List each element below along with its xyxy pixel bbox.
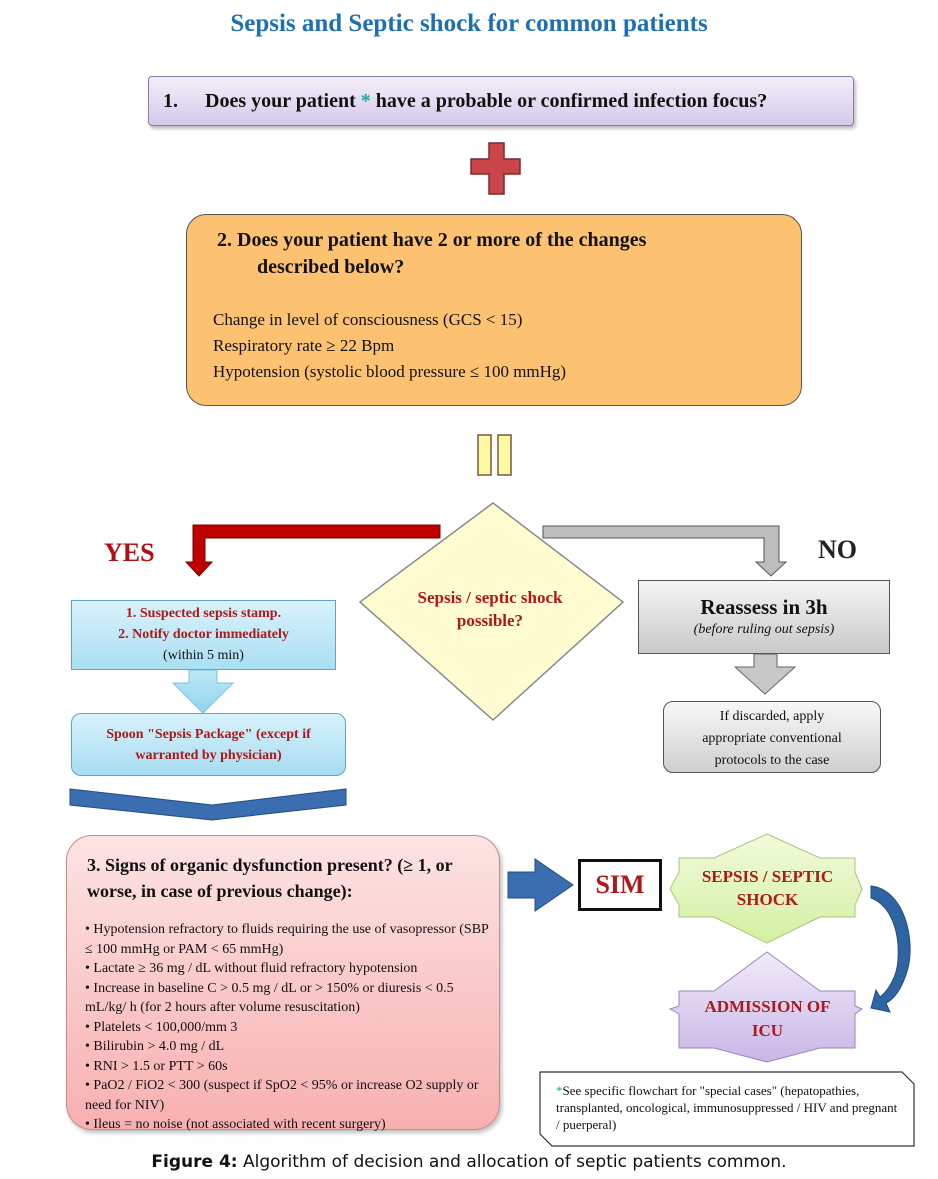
reassess-box: Reassess in 3h (before ruling out sepsis… — [638, 580, 890, 654]
shock-line2: SHOCK — [736, 890, 799, 909]
caption-label: Figure 4: — [151, 1152, 238, 1172]
sepsis-package-box: Spoon "Sepsis Package" (except if warran… — [71, 713, 346, 776]
yes-arrow — [184, 524, 441, 577]
step3-heading: 3. Signs of organic dysfunction present?… — [87, 852, 487, 904]
figure-caption: Figure 4: Algorithm of decision and allo… — [0, 1152, 938, 1172]
step3-heading-line1: 3. Signs of organic dysfunction present?… — [87, 855, 453, 875]
shock-line1: SEPSIS / SEPTIC — [701, 867, 834, 886]
note-text: See specific flowchart for "special case… — [556, 1083, 898, 1132]
step2-question-box: 2. Does your patient have 2 or more of t… — [186, 214, 802, 406]
dysfunction-item: • Ileus = no noise (not associated with … — [85, 1117, 386, 1132]
asterisk-marker: * — [556, 1083, 563, 1098]
step2-criteria-list: Change in level of consciousness (GCS < … — [213, 307, 566, 385]
equals-bar-left — [477, 434, 492, 476]
curved-arrow — [870, 885, 911, 1013]
reassess-subtitle: (before ruling out sepsis) — [693, 622, 835, 637]
yes-label: YES — [104, 538, 155, 567]
step1-number: 1. — [163, 90, 178, 112]
step2-heading: 2. Does your patient have 2 or more of t… — [217, 227, 777, 281]
notify-line1: 1. Suspected sepsis stamp. — [125, 606, 282, 621]
plus-icon — [470, 142, 521, 195]
dysfunction-item: • RNI > 1.5 or PTT > 60s — [85, 1058, 228, 1074]
dysfunction-list: • Hypotension refractory to fluids requi… — [85, 920, 495, 1135]
dysfunction-item: • Hypotension refractory to fluids requi… — [85, 922, 489, 957]
decision-text: Sepsis / septic shock possible? — [390, 586, 590, 632]
step1-question-box: 1. Does your patient * have a probable o… — [148, 76, 854, 126]
dysfunction-item: • Increase in baseline C > 0.5 mg / dL o… — [85, 980, 454, 1016]
equals-bar-right — [497, 434, 512, 476]
step2-heading-line2: described below? — [257, 256, 405, 278]
caption-text: Algorithm of decision and allocation of … — [237, 1152, 787, 1172]
page-title: Sepsis and Septic shock for common patie… — [230, 10, 708, 37]
criteria-item: Change in level of consciousness (GCS < … — [213, 310, 523, 329]
chevron-down-icon — [69, 788, 347, 821]
decision-diamond — [358, 502, 625, 722]
dysfunction-item: • PaO2 / FiO2 < 300 (suspect if SpO2 < 9… — [85, 1078, 479, 1113]
sim-box: SIM — [578, 859, 662, 911]
step3-dysfunction-box: 3. Signs of organic dysfunction present?… — [66, 835, 500, 1132]
icu-line2: ICU — [751, 1021, 784, 1040]
decision-line2: possible? — [456, 611, 524, 630]
reassess-title: Reassess in 3h — [700, 595, 828, 619]
icu-line1: ADMISSION OF — [704, 997, 831, 1016]
step1-text-b: have a probable or confirmed infection f… — [370, 90, 768, 112]
dysfunction-item: • Lactate ≥ 36 mg / dL without fluid ref… — [85, 961, 418, 976]
step1-text-a: Does your patient — [205, 90, 361, 112]
notify-box: 1. Suspected sepsis stamp. 2. Notify doc… — [71, 600, 336, 670]
discard-line2: appropriate conventional — [702, 731, 842, 746]
package-line1: Spoon "Sepsis Package" (except if — [106, 727, 311, 742]
icu-admission-label: ADMISSION OF ICU — [680, 995, 855, 1043]
dysfunction-item: • Bilirubin > 4.0 mg / dL — [85, 1039, 225, 1054]
special-cases-note: *See specific flowchart for "special cas… — [540, 1074, 914, 1133]
note-box-outline — [539, 1071, 915, 1147]
step2-heading-line1: 2. Does your patient have 2 or more of t… — [217, 229, 647, 251]
discard-line3: protocols to the case — [714, 753, 830, 768]
decision-line1: Sepsis / septic shock — [417, 588, 563, 607]
criteria-item: Hypotension (systolic blood pressure ≤ 1… — [213, 362, 567, 381]
no-label: NO — [818, 535, 857, 564]
notify-line3: (within 5 min) — [163, 648, 244, 663]
septic-shock-label: SEPSIS / SEPTIC SHOCK — [680, 865, 855, 911]
yes-down-arrow — [171, 669, 235, 714]
discard-box: If discarded, apply appropriate conventi… — [663, 701, 881, 773]
step1-text: Does your patient * have a probable or c… — [205, 77, 767, 125]
step3-heading-line2: worse, in case of previous change): — [87, 881, 353, 901]
septic-shock-shape — [669, 833, 863, 944]
reassess-down-arrow — [733, 653, 797, 695]
no-arrow — [542, 525, 788, 577]
asterisk-marker: * — [360, 90, 371, 112]
right-arrow-to-sim — [507, 858, 574, 912]
package-line2: warranted by physician) — [135, 748, 282, 763]
criteria-item: Respiratory rate ≥ 22 Bpm — [213, 336, 395, 355]
dysfunction-item: • Platelets < 100,000/mm 3 — [85, 1019, 238, 1035]
icu-admission-shape — [668, 951, 864, 1063]
discard-line1: If discarded, apply — [719, 709, 825, 724]
notify-line2: 2. Notify doctor immediately — [118, 627, 289, 642]
